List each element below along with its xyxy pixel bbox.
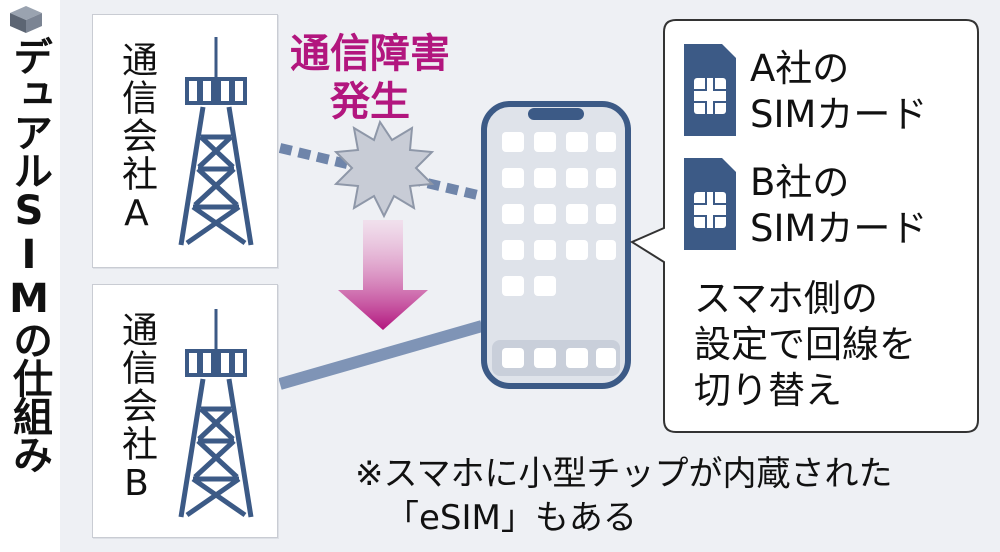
footnote: ※スマホに小型チップが内蔵された 「eSIM」もある: [355, 452, 892, 540]
tower-b-icon: [178, 309, 254, 518]
carrier-a-card: 通信会社A: [92, 14, 278, 268]
outage-burst-icon: [333, 119, 435, 219]
switch-note-line2: 設定で回線を: [694, 323, 916, 366]
diagram-title: デュアルSIMの仕組み: [6, 36, 52, 472]
footnote-line2: 「eSIM」もある: [385, 498, 637, 538]
active-link-b: [278, 320, 484, 390]
broken-link-a: [278, 143, 492, 203]
cube-icon: [10, 6, 42, 33]
sim-card-b-label-line1: B社の: [750, 161, 850, 204]
sim-card-a-icon: [684, 44, 736, 136]
switch-arrow-icon: [338, 220, 428, 330]
carrier-b-label: 通信会社B: [116, 311, 157, 506]
sim-card-b-icon: [684, 158, 736, 250]
carrier-a-label: 通信会社A: [116, 41, 157, 236]
sim-card-a-label-line1: A社の: [750, 47, 850, 90]
smartphone-icon: [481, 101, 631, 389]
carrier-b-card: 通信会社B: [92, 284, 278, 538]
sim-card-b-label: B社の SIMカード: [750, 160, 927, 252]
sim-card-a-label-line2: SIMカード: [750, 93, 928, 136]
switch-note-line1: スマホ側の: [694, 277, 878, 320]
outage-label-line1: 通信障害: [290, 31, 450, 77]
footnote-line1: ※スマホに小型チップが内蔵された: [355, 454, 893, 494]
switch-note: スマホ側の 設定で回線を 切り替え: [694, 276, 916, 414]
sim-card-b-label-line2: SIMカード: [750, 207, 928, 250]
switch-note-line3: 切り替え: [694, 369, 842, 412]
sim-card-a-label: A社の SIMカード: [750, 46, 927, 138]
tower-a-icon: [178, 37, 254, 246]
outage-label-line2: 発生: [330, 79, 410, 125]
outage-label: 通信障害 発生: [290, 30, 450, 126]
title-strip: デュアルSIMの仕組み: [0, 0, 60, 552]
